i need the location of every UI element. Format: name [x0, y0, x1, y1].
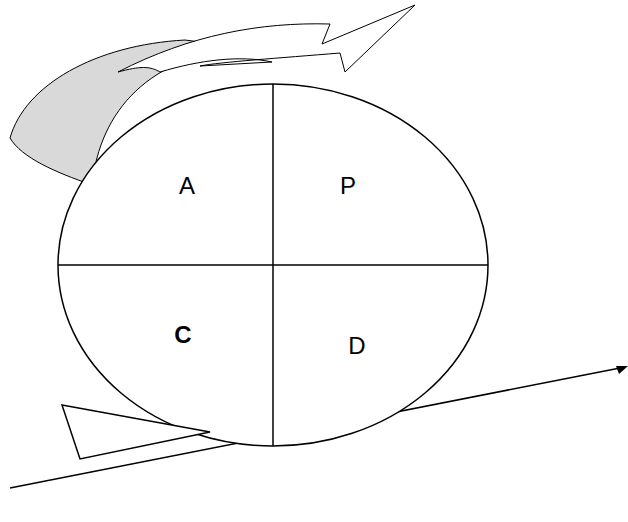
pdca-quadrant: D: [342, 329, 371, 363]
quadrant-letter: C: [174, 322, 191, 348]
quadrant-letter: D: [348, 333, 365, 359]
pdca-wheel: [58, 84, 488, 446]
quadrant-letter: A: [179, 173, 195, 199]
pdca-quadrant: C: [168, 318, 197, 352]
cycle-arrow: [118, 5, 415, 72]
pdca-quadrant: A: [173, 169, 201, 203]
quadrant-letter: P: [340, 173, 356, 199]
slope-arrowhead: [616, 366, 628, 374]
wedge-chock: [62, 405, 210, 459]
divider-line: [58, 264, 488, 266]
pdca-quadrant: P: [334, 169, 362, 203]
